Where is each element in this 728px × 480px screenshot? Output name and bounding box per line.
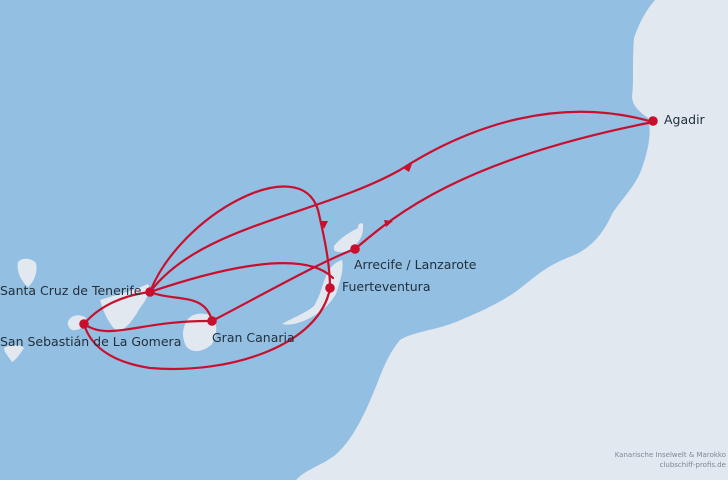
port-marker-agadir — [648, 116, 658, 126]
arrow-icon — [403, 164, 412, 172]
island-la-palma — [17, 258, 37, 287]
route-fuerteventura-gomera — [82, 286, 332, 371]
port-marker-gran-canaria — [207, 316, 217, 326]
island-fuerteventura — [282, 260, 343, 325]
port-marker-tenerife — [145, 287, 155, 297]
map-credit: Kanarische Inselwelt & Marokko clubschif… — [606, 450, 726, 470]
mainland-africa — [296, 0, 728, 480]
route-tenerife-gran-canaria — [148, 290, 214, 323]
port-marker-arrecife — [350, 244, 360, 254]
port-label-gomera: San Sebastián de La Gomera — [0, 334, 182, 349]
route-tenerife-fuerteventura-south — [148, 262, 335, 294]
arrow-icon — [320, 221, 328, 229]
route-tenerife-fuerteventura-north — [148, 185, 332, 294]
island-tenerife — [100, 284, 150, 332]
route-arrows — [320, 164, 412, 229]
port-marker-gomera — [79, 319, 89, 329]
route-arrecife-agadir — [353, 120, 655, 251]
route-agadir-tenerife — [148, 110, 655, 294]
island-lanzarote — [334, 223, 364, 253]
credit-title: Kanarische Inselwelt & Marokko — [614, 451, 726, 459]
port-label-gran-canaria: Gran Canaria — [212, 330, 295, 345]
route-gomera-gran-canaria — [82, 319, 214, 333]
arrow-icon — [384, 220, 393, 227]
route-gran-canaria-arrecife — [210, 247, 357, 323]
route-gomera-tenerife — [82, 290, 152, 326]
island-el-hierro — [4, 345, 24, 362]
route-lines — [82, 110, 655, 371]
port-label-agadir: Agadir — [664, 112, 705, 127]
port-label-tenerife: Santa Cruz de Tenerife — [0, 283, 142, 298]
port-markers — [79, 116, 658, 329]
port-marker-fuerteventura — [325, 283, 335, 293]
credit-source: clubschiff-profis.de — [659, 461, 726, 469]
port-label-arrecife: Arrecife / Lanzarote — [354, 257, 477, 272]
port-label-fuerteventura: Fuerteventura — [342, 279, 431, 294]
